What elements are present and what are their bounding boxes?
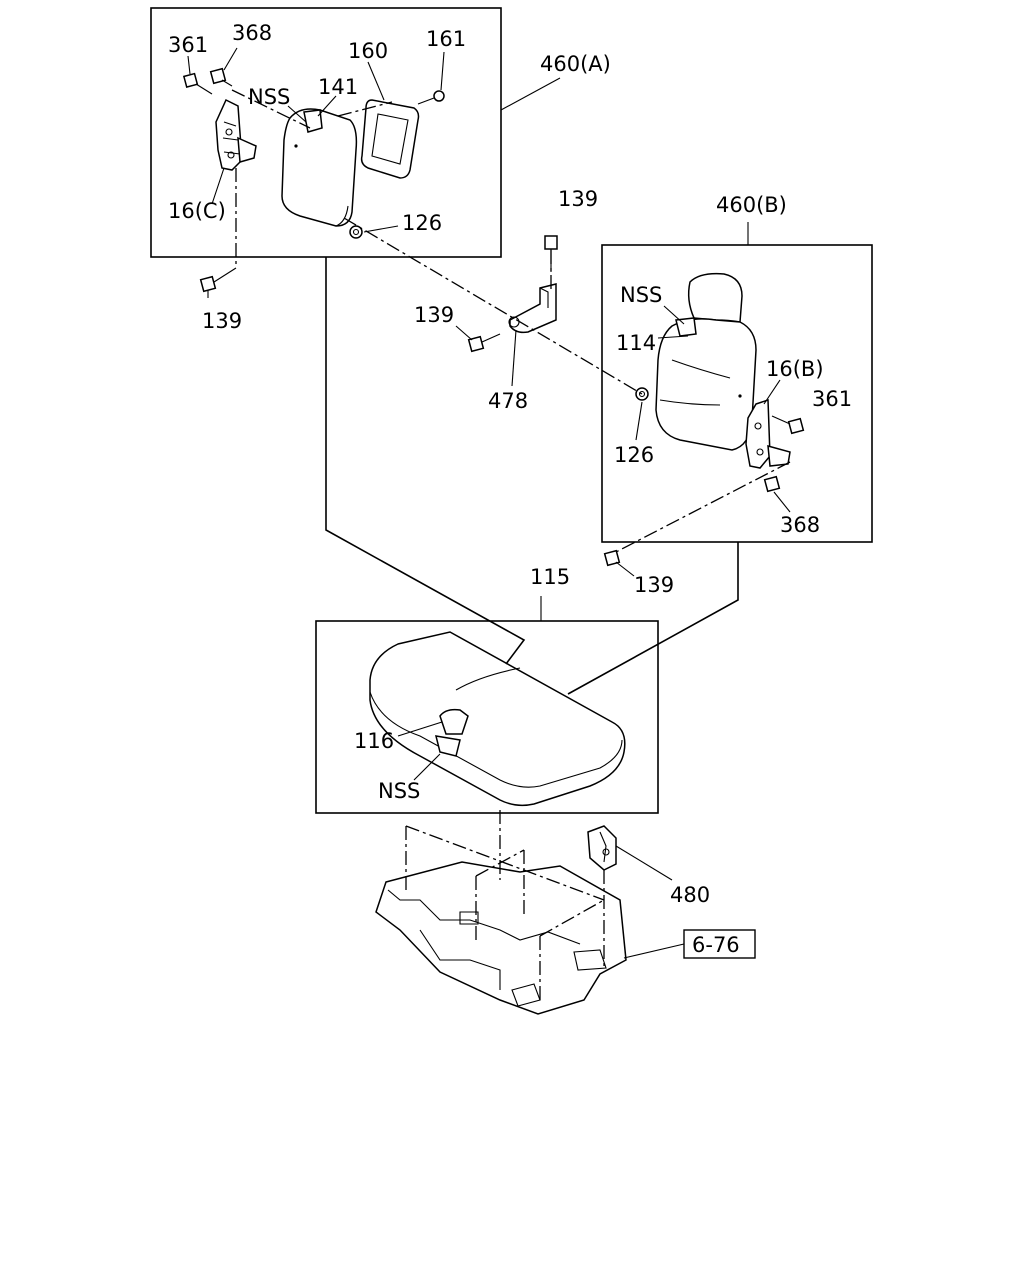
label-139-mid: 139: [414, 303, 454, 327]
seat-back-left: [281, 108, 358, 227]
label-nss-b: NSS: [620, 283, 662, 307]
part-labels: 361 368 160 161 460(A) NSS 141 16(C) 126…: [168, 21, 852, 957]
cover-panel-160: [360, 99, 420, 179]
label-460a: 460(A): [540, 52, 611, 76]
seat-cushion: [369, 631, 626, 807]
label-361-b: 361: [812, 387, 852, 411]
bolt-361-a: [182, 72, 213, 95]
label-460b: 460(B): [716, 193, 787, 217]
label-480: 480: [670, 883, 710, 907]
nut-126-b: [635, 387, 649, 401]
label-114: 114: [616, 331, 656, 355]
bolt-139-a: [199, 267, 237, 293]
label-16c: 16(C): [168, 199, 226, 223]
label-116: 116: [354, 729, 394, 753]
label-126-b: 126: [614, 443, 654, 467]
label-139-a: 139: [202, 309, 242, 333]
assembly-box-115: [315, 596, 659, 814]
bolt-139-mid: [467, 333, 501, 353]
seat-back-right: [655, 272, 757, 451]
label-160: 160: [348, 39, 388, 63]
bracket-478: [508, 283, 557, 334]
label-nss-a: NSS: [248, 85, 290, 109]
floor-panel: [375, 861, 627, 1015]
label-161: 161: [426, 27, 466, 51]
bolt-361-b: [771, 415, 805, 435]
label-nss-c: NSS: [378, 779, 420, 803]
bolt-368-b: [763, 475, 781, 493]
label-139-top: 139: [558, 187, 598, 211]
box-connector-lines: [325, 257, 739, 695]
label-361-a: 361: [168, 33, 208, 57]
reference-box-6-76: [683, 929, 756, 959]
screw-161: [417, 90, 445, 105]
hinge-bracket-16b: [745, 398, 791, 469]
bracket-480: [587, 825, 617, 871]
nut-126-a: [349, 225, 363, 239]
label-126-a: 126: [402, 211, 442, 235]
label-139-b: 139: [634, 573, 674, 597]
assembly-box-460b: [601, 222, 873, 543]
bolt-368-a: [209, 67, 233, 87]
bolt-139-b: [603, 549, 621, 567]
label-115: 115: [530, 565, 570, 589]
assembly-dash-lines: [231, 89, 791, 1000]
label-478: 478: [488, 389, 528, 413]
label-368-b: 368: [780, 513, 820, 537]
label-141: 141: [318, 75, 358, 99]
label-368-a: 368: [232, 21, 272, 45]
hinge-bracket-16c: [215, 98, 257, 171]
leader-lines: [187, 47, 791, 959]
label-ref-6-76: 6-76: [692, 933, 740, 957]
label-16b: 16(B): [766, 357, 824, 381]
